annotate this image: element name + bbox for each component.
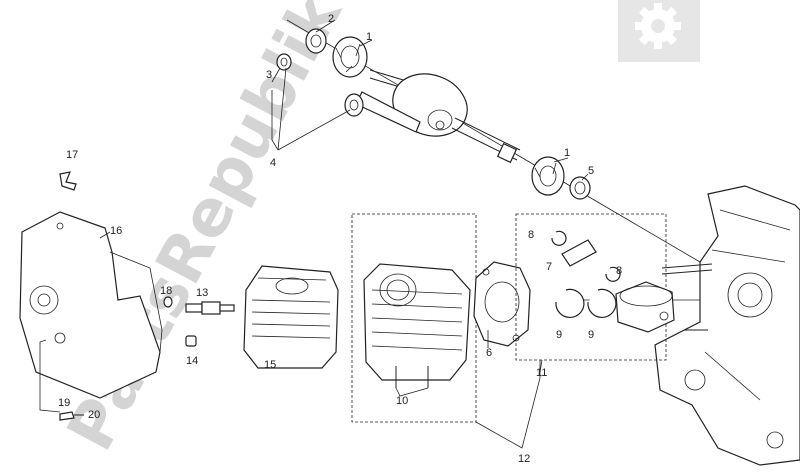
- bearing-top: [332, 36, 368, 78]
- crankcase: [654, 185, 800, 466]
- callout-6: 6: [486, 347, 492, 359]
- cylinder-head-cover: [19, 211, 163, 399]
- callout-8-left: 8: [528, 229, 534, 241]
- cylinder-gasket: [473, 261, 531, 347]
- clip-part: [59, 171, 77, 191]
- callout-9-left: 9: [556, 329, 562, 341]
- circlip-left: [551, 230, 567, 246]
- piston-ring-left: [555, 288, 585, 318]
- callout-17: 17: [66, 149, 78, 161]
- bearing-bottom: [531, 156, 565, 196]
- nut-part: [185, 335, 197, 347]
- callout-9-right: 9: [588, 329, 594, 341]
- callout-8-right: 8: [616, 265, 622, 277]
- piston-pin: [561, 239, 597, 267]
- piston-kit-frame: [515, 213, 667, 361]
- cylinder-head: [243, 265, 339, 369]
- callout-12: 12: [518, 453, 530, 465]
- crank-seal: [569, 176, 591, 200]
- callout-13: 13: [196, 287, 208, 299]
- screw-19: [59, 411, 84, 421]
- leader-lines: [39, 19, 589, 449]
- callout-4: 4: [270, 157, 276, 169]
- callout-20: 20: [88, 409, 100, 421]
- callout-16: 16: [110, 225, 122, 237]
- oil-seal: [305, 28, 327, 54]
- callout-18: 18: [160, 285, 172, 297]
- gear-icon: [618, 0, 700, 62]
- callout-5: 5: [588, 165, 594, 177]
- washer-top: [276, 53, 292, 71]
- circlip-right: [605, 266, 621, 282]
- washer-18: [163, 296, 173, 308]
- callout-15: 15: [264, 359, 276, 371]
- callout-14: 14: [186, 355, 198, 367]
- crankshaft: [355, 69, 521, 164]
- spark-plug: [185, 301, 235, 315]
- callout-3: 3: [266, 69, 272, 81]
- callout-11: 11: [536, 367, 547, 379]
- callout-19: 19: [58, 397, 70, 409]
- washer-mid: [344, 93, 364, 117]
- callout-7: 7: [546, 261, 552, 273]
- piston: [615, 281, 675, 333]
- cylinder: [363, 263, 471, 388]
- callout-1-top: 1: [366, 31, 372, 43]
- callout-1-bottom: 1: [564, 147, 570, 159]
- callout-2: 2: [328, 13, 334, 25]
- callout-10: 10: [396, 395, 408, 407]
- piston-ring-right: [587, 288, 617, 318]
